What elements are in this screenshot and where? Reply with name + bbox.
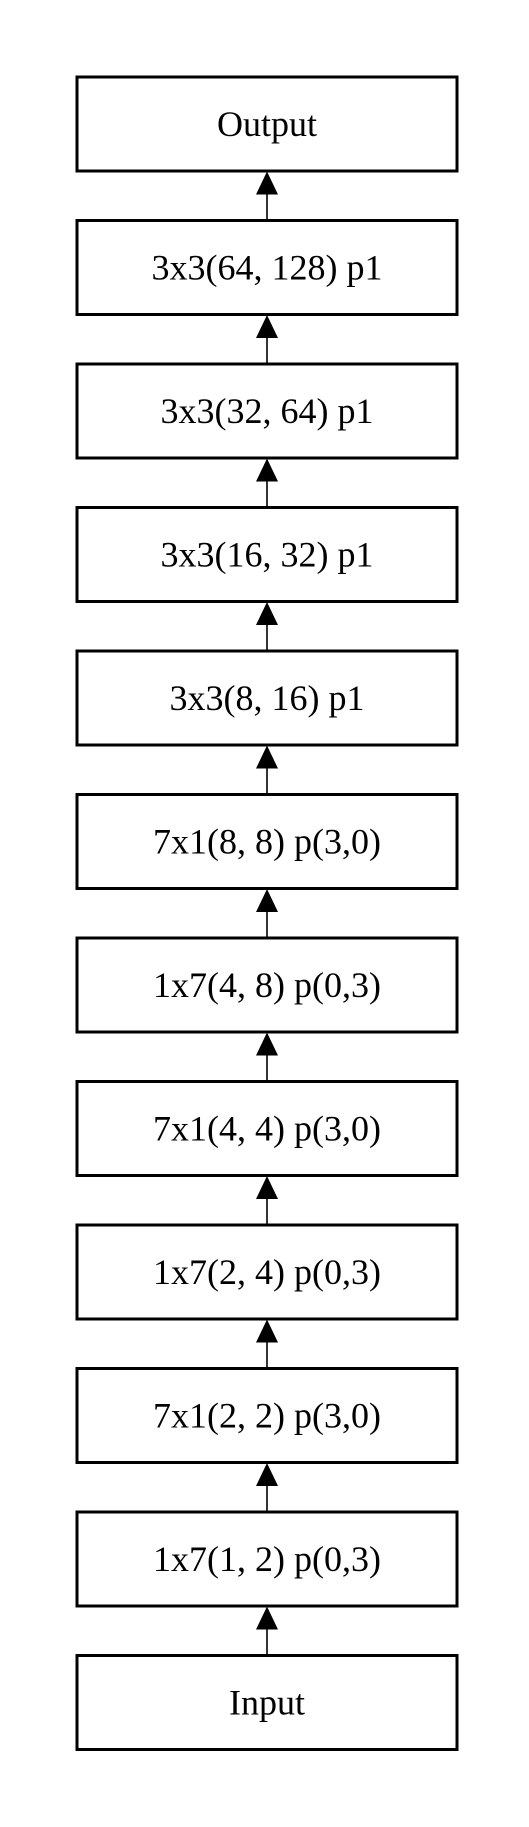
layer-box — [75, 1367, 459, 1464]
layer-label: 7x1(4, 4) p(3,0) — [153, 1109, 381, 1149]
layer-label: Input — [229, 1683, 305, 1723]
arrow-head — [256, 1606, 278, 1630]
layer-node-3x3-16-32-p1: 3x3(16, 32) p1 — [75, 506, 459, 603]
layer-boxes: Output 3x3(64, 128) p1 3x3(32, 64) p1 3x3(1… — [75, 75, 459, 1751]
layer-label: 3x3(64, 128) p1 — [152, 248, 383, 288]
layer-node-input: Input — [75, 1654, 459, 1751]
layer-label: 7x1(8, 8) p(3,0) — [153, 822, 381, 862]
arrow-head — [256, 602, 278, 625]
layer-box — [75, 1080, 459, 1177]
layer-box — [75, 219, 459, 316]
layer-box — [75, 1654, 459, 1751]
arrow-head — [256, 745, 278, 769]
layer-node-3x3-64-128-p1: 3x3(64, 128) p1 — [75, 219, 459, 316]
layer-node-7x1-8-8-p-3-0: 7x1(8, 8) p(3,0) — [75, 793, 459, 890]
layer-node-7x1-2-2-p-3-0: 7x1(2, 2) p(3,0) — [75, 1367, 459, 1464]
layer-box — [75, 75, 459, 173]
layer-node-1x7-4-8-p-0-3: 1x7(4, 8) p(0,3) — [75, 936, 459, 1034]
arrow-3-to-2 — [256, 458, 278, 508]
layer-label: 1x7(4, 8) p(0,3) — [153, 965, 381, 1005]
layer-label: 1x7(2, 4) p(0,3) — [153, 1252, 381, 1292]
arrow-head — [256, 315, 278, 338]
layer-label: 1x7(1, 2) p(0,3) — [153, 1539, 381, 1579]
layer-node-1x7-2-4-p-0-3: 1x7(2, 4) p(0,3) — [75, 1223, 459, 1321]
layer-label: Output — [217, 104, 317, 144]
layer-box — [75, 793, 459, 890]
layer-node-3x3-32-64-p1: 3x3(32, 64) p1 — [75, 362, 459, 460]
arrow-4-to-3 — [256, 602, 278, 651]
arrow-7-to-6 — [256, 1032, 278, 1082]
layer-box — [75, 1223, 459, 1321]
arrow-10-to-9 — [256, 1463, 278, 1512]
layer-box — [75, 362, 459, 460]
arrow-head — [256, 458, 278, 482]
layer-box — [75, 506, 459, 603]
layer-box — [75, 649, 459, 747]
arrow-8-to-7 — [256, 1176, 278, 1225]
arrow-6-to-5 — [256, 889, 278, 938]
arrow-11-to-10 — [256, 1606, 278, 1656]
layer-node-1x7-1-2-p-0-3: 1x7(1, 2) p(0,3) — [75, 1510, 459, 1608]
layer-box — [75, 936, 459, 1034]
arrow-2-to-1 — [256, 315, 278, 364]
arrow-5-to-4 — [256, 745, 278, 795]
arrow-1-to-0 — [256, 171, 278, 221]
layer-box — [75, 1510, 459, 1608]
arrow-head — [256, 1032, 278, 1056]
layer-node-output: Output — [75, 75, 459, 173]
layer-label: 7x1(2, 2) p(3,0) — [153, 1396, 381, 1436]
layer-node-7x1-4-4-p-3-0: 7x1(4, 4) p(3,0) — [75, 1080, 459, 1177]
arrow-head — [256, 1319, 278, 1343]
layer-label: 3x3(8, 16) p1 — [170, 678, 365, 718]
arrow-head — [256, 1176, 278, 1199]
layer-node-3x3-8-16-p1: 3x3(8, 16) p1 — [75, 649, 459, 747]
connection-arrows — [256, 171, 278, 1656]
arrow-head — [256, 171, 278, 195]
arrow-9-to-8 — [256, 1319, 278, 1369]
arrow-head — [256, 889, 278, 912]
layer-label: 3x3(32, 64) p1 — [161, 391, 374, 431]
layer-label: 3x3(16, 32) p1 — [161, 535, 374, 575]
arrow-head — [256, 1463, 278, 1486]
